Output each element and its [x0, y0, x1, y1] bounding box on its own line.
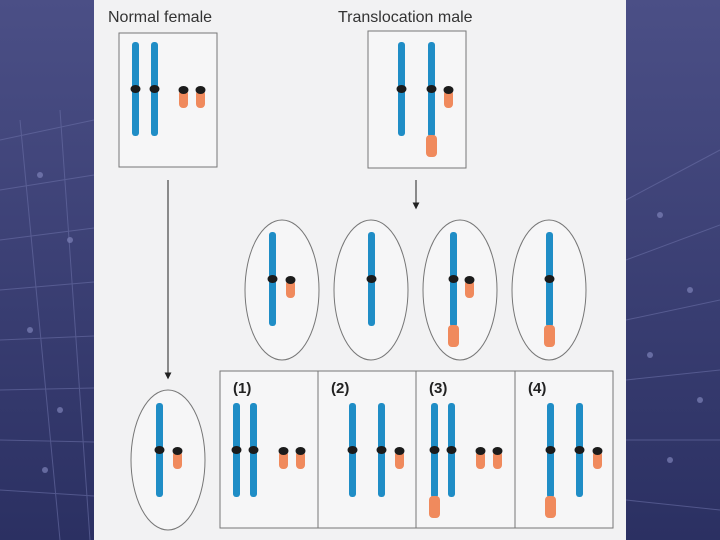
- progeny-3-karyotype: [429, 403, 503, 518]
- male-gamete-4: [511, 219, 587, 361]
- normal-female-karyotype: [118, 32, 218, 168]
- progeny-label-3: (3): [429, 380, 447, 397]
- translocation-male-title: Translocation male: [338, 9, 473, 26]
- progeny-table: (1) (2) (3) (4): [219, 370, 614, 529]
- progeny-label-1: (1): [233, 380, 251, 397]
- normal-female-title: Normal female: [108, 9, 212, 26]
- progeny-1-karyotype: [231, 403, 306, 497]
- male-gamete-1: [244, 219, 320, 361]
- male-gamete-2: [333, 219, 409, 361]
- female-gamete: [130, 389, 206, 531]
- translocation-male-karyotype: [367, 30, 467, 169]
- progeny-4-karyotype: [545, 403, 603, 518]
- male-gamete-3: [422, 219, 498, 361]
- progeny-2-karyotype: [347, 403, 405, 497]
- progeny-label-4: (4): [528, 380, 546, 397]
- progeny-label-2: (2): [331, 380, 349, 397]
